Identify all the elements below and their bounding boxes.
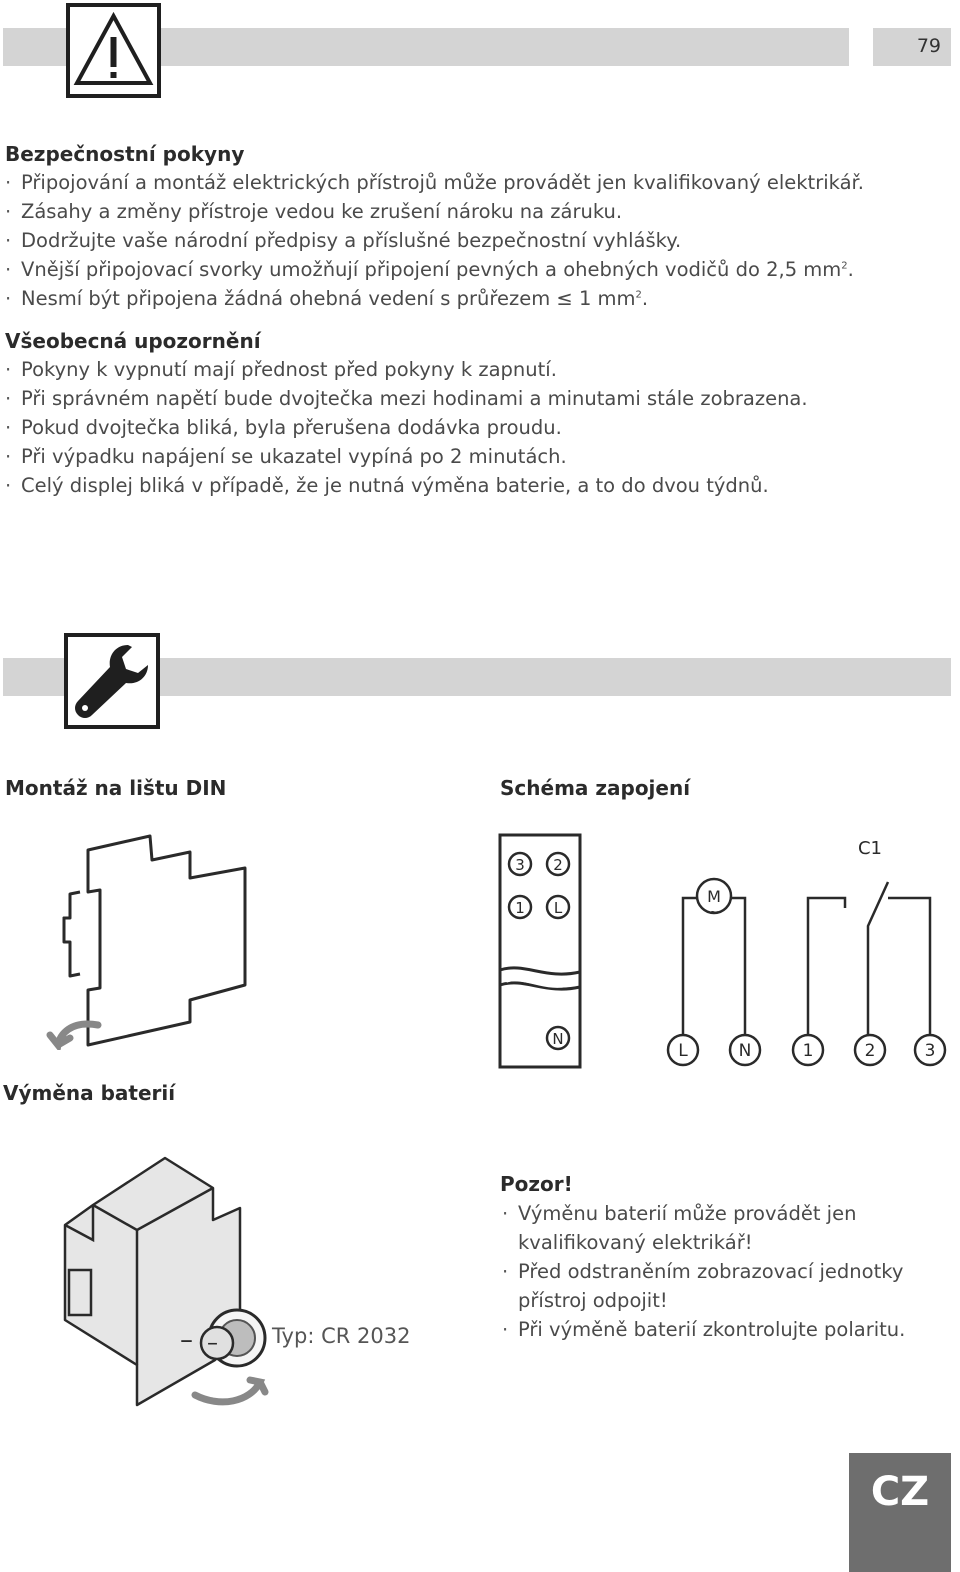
language-tab: CZ	[849, 1453, 951, 1572]
terminal-label: 1	[803, 1041, 814, 1061]
motor-sub: ~	[709, 905, 718, 918]
battery-type-label: Typ: CR 2032	[272, 1324, 411, 1348]
din-heading: Montáž na lištu DIN	[5, 776, 227, 800]
battery-illustration: – –	[63, 1156, 269, 1407]
list-item: Při výpadku napájení se ukazatel vypíná …	[3, 442, 808, 471]
din-mount-illustration	[46, 834, 247, 1050]
device-terminal: 1	[515, 899, 525, 917]
general-heading: Všeobecná upozornění	[5, 329, 261, 353]
wiring-heading: Schéma zapojení	[500, 776, 691, 800]
warning-triangle-icon	[73, 11, 154, 85]
contact-label: C1	[858, 838, 882, 859]
motor-label: M	[707, 887, 721, 906]
general-list: Pokyny k vypnutí mají přednost před poky…	[3, 355, 808, 500]
list-item: Pokud dvojtečka bliká, byla přerušena do…	[3, 413, 808, 442]
terminal-label: 2	[865, 1041, 876, 1061]
safety-list: Připojování a montáž elektrických přístr…	[3, 168, 864, 313]
list-item: Při výměně baterií zkontrolujte polaritu…	[500, 1315, 910, 1344]
wiring-diagram: 3 2 1 L N M ~ C1 L N 1 2 3	[498, 833, 947, 1069]
device-terminal: 2	[553, 856, 563, 874]
warning-heading: Pozor!	[500, 1172, 573, 1196]
minus-sign: –	[180, 1325, 193, 1355]
list-item: Celý displej bliká v případě, že je nutn…	[3, 471, 808, 500]
terminal-label: 3	[925, 1041, 936, 1061]
installation-bar	[3, 658, 951, 696]
list-item: Zásahy a změny přístroje vedou ke zrušen…	[3, 197, 864, 226]
device-terminal: 3	[515, 856, 525, 874]
list-item: Pokyny k vypnutí mají přednost před poky…	[3, 355, 808, 384]
list-item: Dodržujte vaše národní předpisy a příslu…	[3, 226, 864, 255]
device-terminal: L	[554, 899, 563, 917]
list-item: Při správném napětí bude dvojtečka mezi …	[3, 384, 808, 413]
list-item: Připojování a montáž elektrických přístr…	[3, 168, 864, 197]
page-number: 79	[873, 28, 951, 66]
list-item: Výměnu baterií může provádět jen kvalifi…	[500, 1199, 910, 1257]
minus-sign: –	[207, 1331, 218, 1356]
terminal-label: N	[739, 1041, 752, 1061]
wrench-icon	[75, 645, 148, 718]
safety-heading: Bezpečnostní pokyny	[5, 142, 245, 166]
warning-list: Výměnu baterií může provádět jen kvalifi…	[500, 1199, 910, 1344]
battery-heading: Výměna baterií	[3, 1081, 176, 1105]
warning-icon-box	[66, 3, 161, 98]
terminal-label: L	[678, 1041, 688, 1061]
list-item: Před odstraněním zobrazovací jednotky př…	[500, 1257, 910, 1315]
list-item: Nesmí být připojena žádná ohebná vedení …	[3, 284, 864, 313]
list-item: Vnější připojovací svorky umožňují připo…	[3, 255, 864, 284]
device-terminal: N	[552, 1030, 563, 1048]
wrench-icon-box	[64, 633, 160, 729]
